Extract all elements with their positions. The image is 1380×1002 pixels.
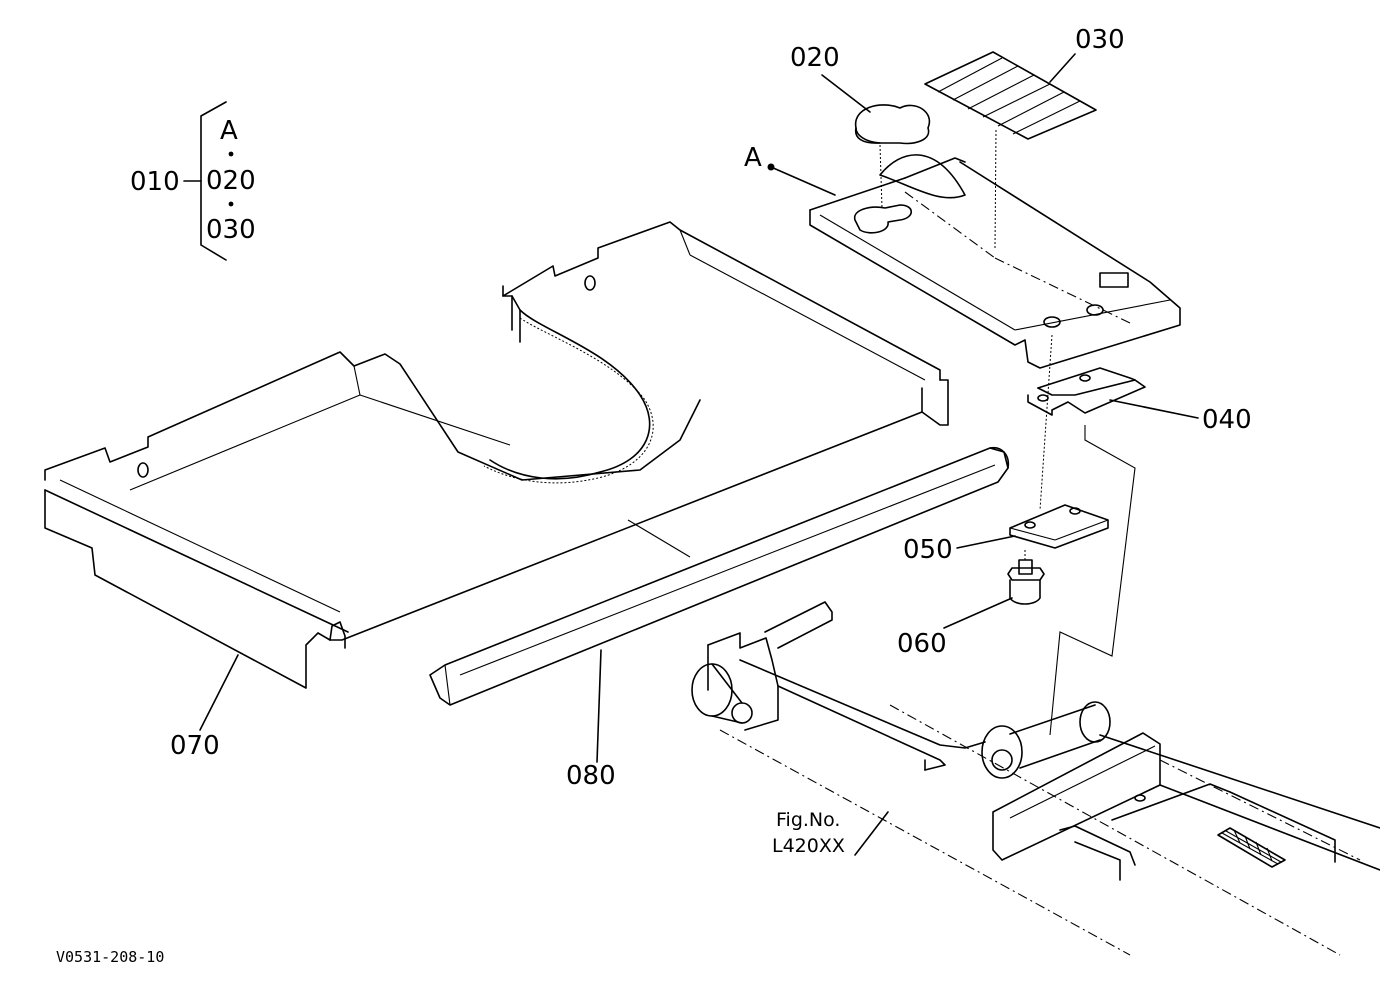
group-label-010[interactable]: 010 <box>130 167 180 197</box>
part-050-plate[interactable] <box>1009 504 1109 549</box>
part-040-clip-nut[interactable] <box>1027 334 1146 511</box>
figure-ref-line2[interactable]: L420XX <box>772 835 845 857</box>
part-080-trim-strip[interactable] <box>429 446 1010 706</box>
group-bracket-010 <box>183 101 234 261</box>
part-060-bolt[interactable] <box>1007 550 1045 605</box>
callout-060[interactable]: 060 <box>897 629 947 659</box>
part-a-cover-plate[interactable] <box>809 154 1181 369</box>
drawing-id: V0531-208-10 <box>56 948 164 966</box>
mesh-pad <box>1217 827 1286 868</box>
leader-040 <box>1109 399 1199 419</box>
callout-080[interactable]: 080 <box>566 761 616 791</box>
leader-080-mid <box>627 519 691 558</box>
frame-structure <box>691 601 1380 956</box>
leader-070 <box>199 654 239 731</box>
part-020-cap[interactable] <box>854 104 931 209</box>
leader-040-route <box>1049 425 1136 736</box>
leader-figure-ref <box>854 811 889 856</box>
reference-label-a[interactable]: A <box>744 143 762 173</box>
leader-080 <box>596 649 602 763</box>
callout-020[interactable]: 020 <box>790 43 840 73</box>
callout-050[interactable]: 050 <box>903 535 953 565</box>
leader-030 <box>1049 53 1076 83</box>
leader-050 <box>956 535 1016 549</box>
part-030-label[interactable] <box>924 51 1097 249</box>
callout-070[interactable]: 070 <box>170 731 220 761</box>
group-item-030[interactable]: 030 <box>206 215 256 245</box>
group-item-020[interactable]: 020 <box>206 166 256 196</box>
leader-020 <box>821 74 871 113</box>
callout-040[interactable]: 040 <box>1202 405 1252 435</box>
leader-a <box>770 166 836 196</box>
leader-060 <box>943 597 1013 629</box>
figure-ref-line1[interactable]: Fig.No. <box>776 809 840 831</box>
part-070-floor-plate[interactable] <box>44 221 949 689</box>
callout-030[interactable]: 030 <box>1075 25 1125 55</box>
group-item-a[interactable]: A <box>220 116 238 146</box>
